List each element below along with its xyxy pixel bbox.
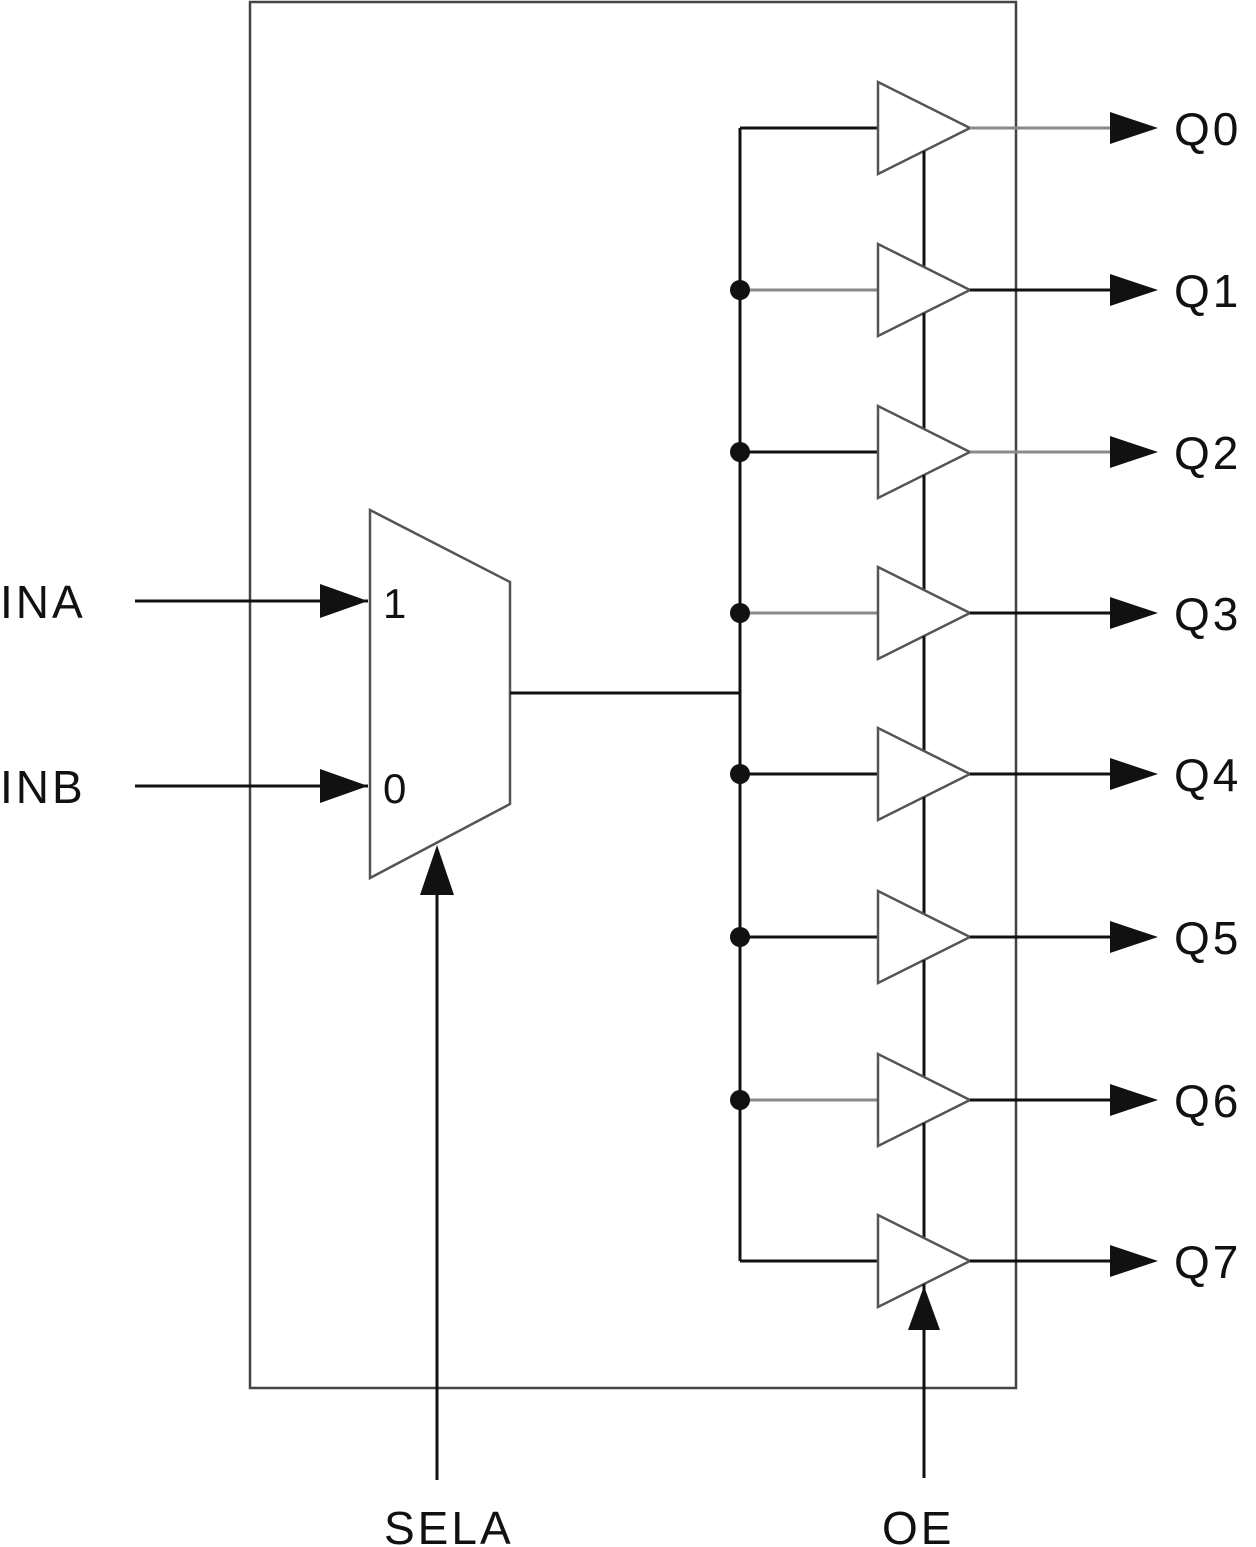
output-arrowhead (1110, 1084, 1158, 1116)
output-label-q5: Q5 (1174, 912, 1241, 964)
multiplexer (368, 507, 512, 881)
oe-arrowhead (908, 1286, 940, 1330)
junction-dot (730, 764, 750, 784)
junction-dot (730, 1090, 750, 1110)
sela-arrowhead (420, 845, 454, 895)
output-label-q3: Q3 (1174, 588, 1241, 640)
output-arrowhead (1110, 1245, 1158, 1277)
output-arrowhead (1110, 274, 1158, 306)
junction-dot (730, 603, 750, 623)
output-label-q6: Q6 (1174, 1075, 1241, 1127)
output-arrowhead (1110, 597, 1158, 629)
output-arrowhead (1110, 921, 1158, 953)
junction-dot (730, 280, 750, 300)
output-arrowhead (1110, 112, 1158, 144)
oe-label: OE (882, 1502, 954, 1547)
mux-input-1-label: 1 (383, 580, 406, 627)
chip-outline (248, 0, 1018, 1390)
mux-input-0-label: 0 (383, 765, 406, 812)
sela-label: SELA (384, 1502, 514, 1547)
ina-arrowhead (320, 584, 368, 618)
inb-label: INB (0, 761, 86, 813)
output-label-q2: Q2 (1174, 427, 1241, 479)
output-label-q7: Q7 (1174, 1236, 1241, 1288)
output-arrowhead (1110, 436, 1158, 468)
output-label-q4: Q4 (1174, 749, 1241, 801)
output-label-q0: Q0 (1174, 103, 1241, 155)
output-label-q1: Q1 (1174, 265, 1241, 317)
ina-label: INA (0, 576, 86, 628)
junction-dot (730, 927, 750, 947)
output-arrowhead (1110, 758, 1158, 790)
inb-arrowhead (320, 769, 368, 803)
junction-dot (730, 442, 750, 462)
